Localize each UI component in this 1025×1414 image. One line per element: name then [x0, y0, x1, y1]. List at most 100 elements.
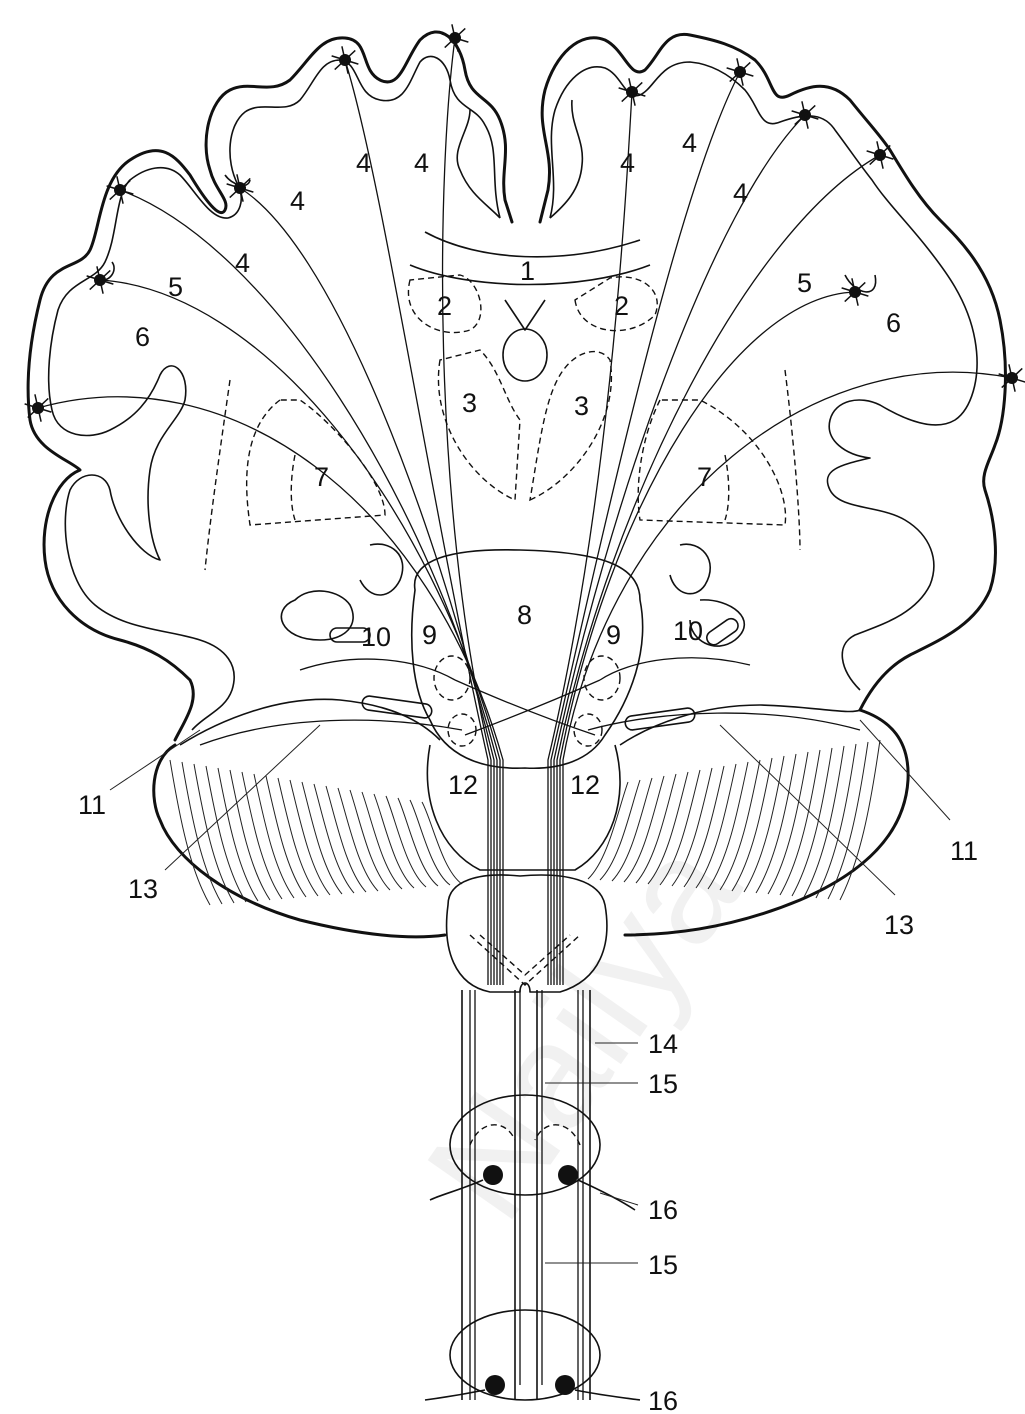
folium-left-18 — [374, 794, 414, 888]
label-10-left: 10 — [361, 622, 391, 652]
label-4-a: 4 — [356, 148, 371, 178]
label-13-left: 13 — [128, 874, 158, 904]
folium-left-15 — [338, 788, 378, 891]
left-fiber-2 — [443, 38, 491, 985]
label-11-right: 11 — [950, 836, 978, 866]
folium-left-11 — [290, 780, 330, 895]
folium-left-1 — [170, 760, 210, 905]
corticobulbar-left-low — [200, 720, 462, 745]
folium-left-19 — [386, 796, 426, 887]
corticobulbar-right-low — [588, 713, 860, 730]
cortical-neuron-5 — [87, 266, 114, 293]
label-4-c: 4 — [290, 186, 305, 216]
cortical-neurons — [25, 24, 1025, 421]
folium-right-8 — [756, 754, 796, 893]
label-4-b: 4 — [414, 148, 429, 178]
thalamus-right — [530, 352, 611, 500]
lentiform-right-lamina — [725, 455, 729, 520]
right-hippocampus — [670, 544, 710, 593]
motor-neuron-lower-right — [555, 1375, 575, 1395]
label-4-e: 4 — [620, 148, 635, 178]
label-2-left: 2 — [437, 291, 452, 321]
cerebellar-folia — [170, 740, 880, 905]
label-15-lower: 15 — [648, 1250, 678, 1280]
label-9-right: 9 — [606, 620, 621, 650]
cortical-neuron-3 — [227, 174, 254, 201]
folium-left-9 — [266, 776, 306, 897]
label-12-right: 12 — [570, 770, 600, 800]
folium-right-11 — [720, 760, 760, 890]
corticobulbar-right — [600, 658, 750, 680]
label-4-f: 4 — [682, 128, 697, 158]
label-8: 8 — [517, 600, 532, 630]
cortical-neuron-2 — [442, 24, 469, 51]
cortical-neuron-10 — [867, 141, 894, 168]
folium-left-13 — [314, 784, 354, 893]
corticobulbar-left — [300, 659, 455, 680]
label-6-right: 6 — [886, 308, 901, 338]
label-3-right: 3 — [574, 391, 589, 421]
ventral-root-lower-left — [425, 1390, 485, 1400]
right-cingulate — [550, 100, 582, 218]
folium-right-9 — [744, 756, 784, 892]
folium-left-8 — [254, 774, 294, 898]
label-12-left: 12 — [448, 770, 478, 800]
folium-right-5 — [792, 748, 832, 896]
folium-left-10 — [278, 778, 318, 896]
motor-neuron-upper-right — [558, 1165, 578, 1185]
folium-left-14 — [326, 786, 366, 892]
left-hippocampus — [360, 544, 403, 595]
folium-left-21 — [410, 800, 450, 885]
third-ventricle — [503, 329, 547, 381]
label-4-g: 4 — [733, 178, 748, 208]
nerve-stump-right — [704, 616, 741, 648]
label-16-lower: 16 — [648, 1386, 678, 1414]
claustrum-right — [785, 370, 800, 550]
septum — [505, 300, 545, 330]
left-temporal-gyrus — [281, 591, 353, 640]
ventral-root-lower-right — [575, 1390, 640, 1400]
label-2-right: 2 — [614, 291, 629, 321]
nerve-root-left — [361, 695, 432, 719]
cortical-neuron-9 — [792, 101, 819, 128]
folium-left-22 — [422, 802, 462, 884]
label-1: 1 — [520, 256, 535, 286]
label-9-left: 9 — [422, 620, 437, 650]
label-3-left: 3 — [462, 388, 477, 418]
folium-right-10 — [732, 758, 772, 891]
lentiform-left-lamina — [291, 455, 295, 520]
folium-right-6 — [780, 750, 820, 895]
label-10-right: 10 — [673, 616, 703, 646]
label-7-left: 7 — [314, 462, 329, 492]
folium-left-4 — [206, 766, 246, 902]
crossing-fiber-b — [465, 680, 600, 735]
label-5-right: 5 — [797, 268, 812, 298]
folium-right-7 — [768, 752, 808, 894]
cortical-neuron-12 — [999, 364, 1025, 391]
claustrum-left — [205, 380, 230, 570]
folium-left-12 — [302, 782, 342, 894]
pons — [412, 550, 643, 768]
label-16-upper: 16 — [648, 1195, 678, 1225]
left-fiber-5 — [100, 280, 500, 985]
corpus-callosum — [425, 232, 640, 257]
medulla — [427, 745, 620, 870]
cerebellum-right-top — [620, 705, 860, 745]
label-4-d: 4 — [235, 248, 250, 278]
label-11-left: 11 — [78, 790, 106, 820]
folium-left-17 — [362, 792, 402, 889]
folium-left-7 — [242, 772, 282, 899]
motor-neuron-lower-left — [485, 1375, 505, 1395]
label-14: 14 — [648, 1029, 678, 1059]
left-hemisphere — [28, 32, 512, 740]
cortical-neuron-8 — [727, 58, 754, 85]
folium-right-4 — [804, 746, 844, 897]
label-15-upper: 15 — [648, 1069, 678, 1099]
label-13-right: 13 — [884, 910, 914, 940]
left-fiber-1 — [345, 60, 488, 985]
label-7-right: 7 — [697, 462, 712, 492]
motor-neuron-upper-left — [483, 1165, 503, 1185]
folium-right-3 — [816, 744, 856, 898]
